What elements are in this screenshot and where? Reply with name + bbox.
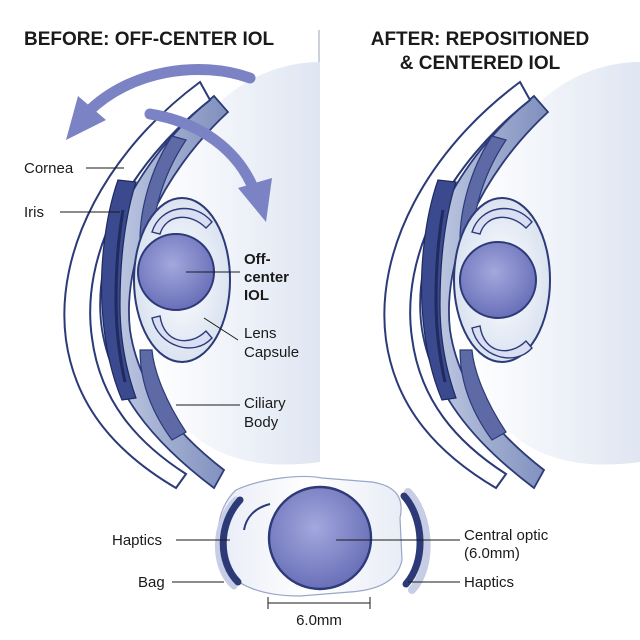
title-before: BEFORE: OFF-CENTER IOL — [24, 29, 275, 50]
rotation-arrow-right — [144, 108, 260, 196]
ciliary-body-lower — [459, 349, 507, 441]
label-offcenter-2: center — [244, 269, 289, 286]
label-offcenter-1: Off- — [244, 251, 271, 268]
label-dimension: 6.0mm — [296, 612, 342, 629]
eye-background — [468, 62, 640, 465]
arrow-head-left-icon — [66, 96, 106, 140]
label-central-optic-2: (6.0mm) — [464, 545, 520, 562]
label-offcenter-3: IOL — [244, 287, 269, 304]
eye-background — [148, 62, 320, 465]
label-central-optic-1: Central optic — [464, 527, 549, 544]
haptic-lower — [471, 325, 533, 359]
haptic-upper — [151, 207, 213, 235]
title-after-line1: AFTER: REPOSITIONED — [371, 29, 590, 50]
ciliary-body-lower — [139, 349, 187, 441]
label-lens-1: Lens — [244, 325, 277, 342]
label-ciliary-2: Body — [244, 414, 279, 431]
label-lens-2: Capsule — [244, 344, 299, 361]
rotation-arrow-left — [82, 64, 256, 118]
label-haptics-right: Haptics — [464, 574, 514, 591]
eye-before — [63, 62, 320, 490]
haptic-left — [219, 496, 244, 586]
label-ciliary-1: Ciliary — [244, 395, 286, 412]
label-haptics-left: Haptics — [112, 532, 162, 549]
title-after-line2: & CENTERED IOL — [400, 53, 561, 74]
label-iris: Iris — [24, 204, 44, 221]
label-cornea: Cornea — [24, 160, 74, 177]
label-bag: Bag — [138, 574, 165, 591]
haptic-lower — [151, 315, 213, 349]
central-optic — [267, 485, 373, 591]
intraocular-lens-optic — [459, 241, 537, 319]
iris — [100, 179, 137, 401]
arrow-head-right-icon — [238, 178, 272, 222]
haptic-upper — [471, 207, 533, 235]
iris — [420, 179, 457, 401]
iol-detail — [215, 475, 431, 609]
eye-after — [383, 62, 640, 490]
